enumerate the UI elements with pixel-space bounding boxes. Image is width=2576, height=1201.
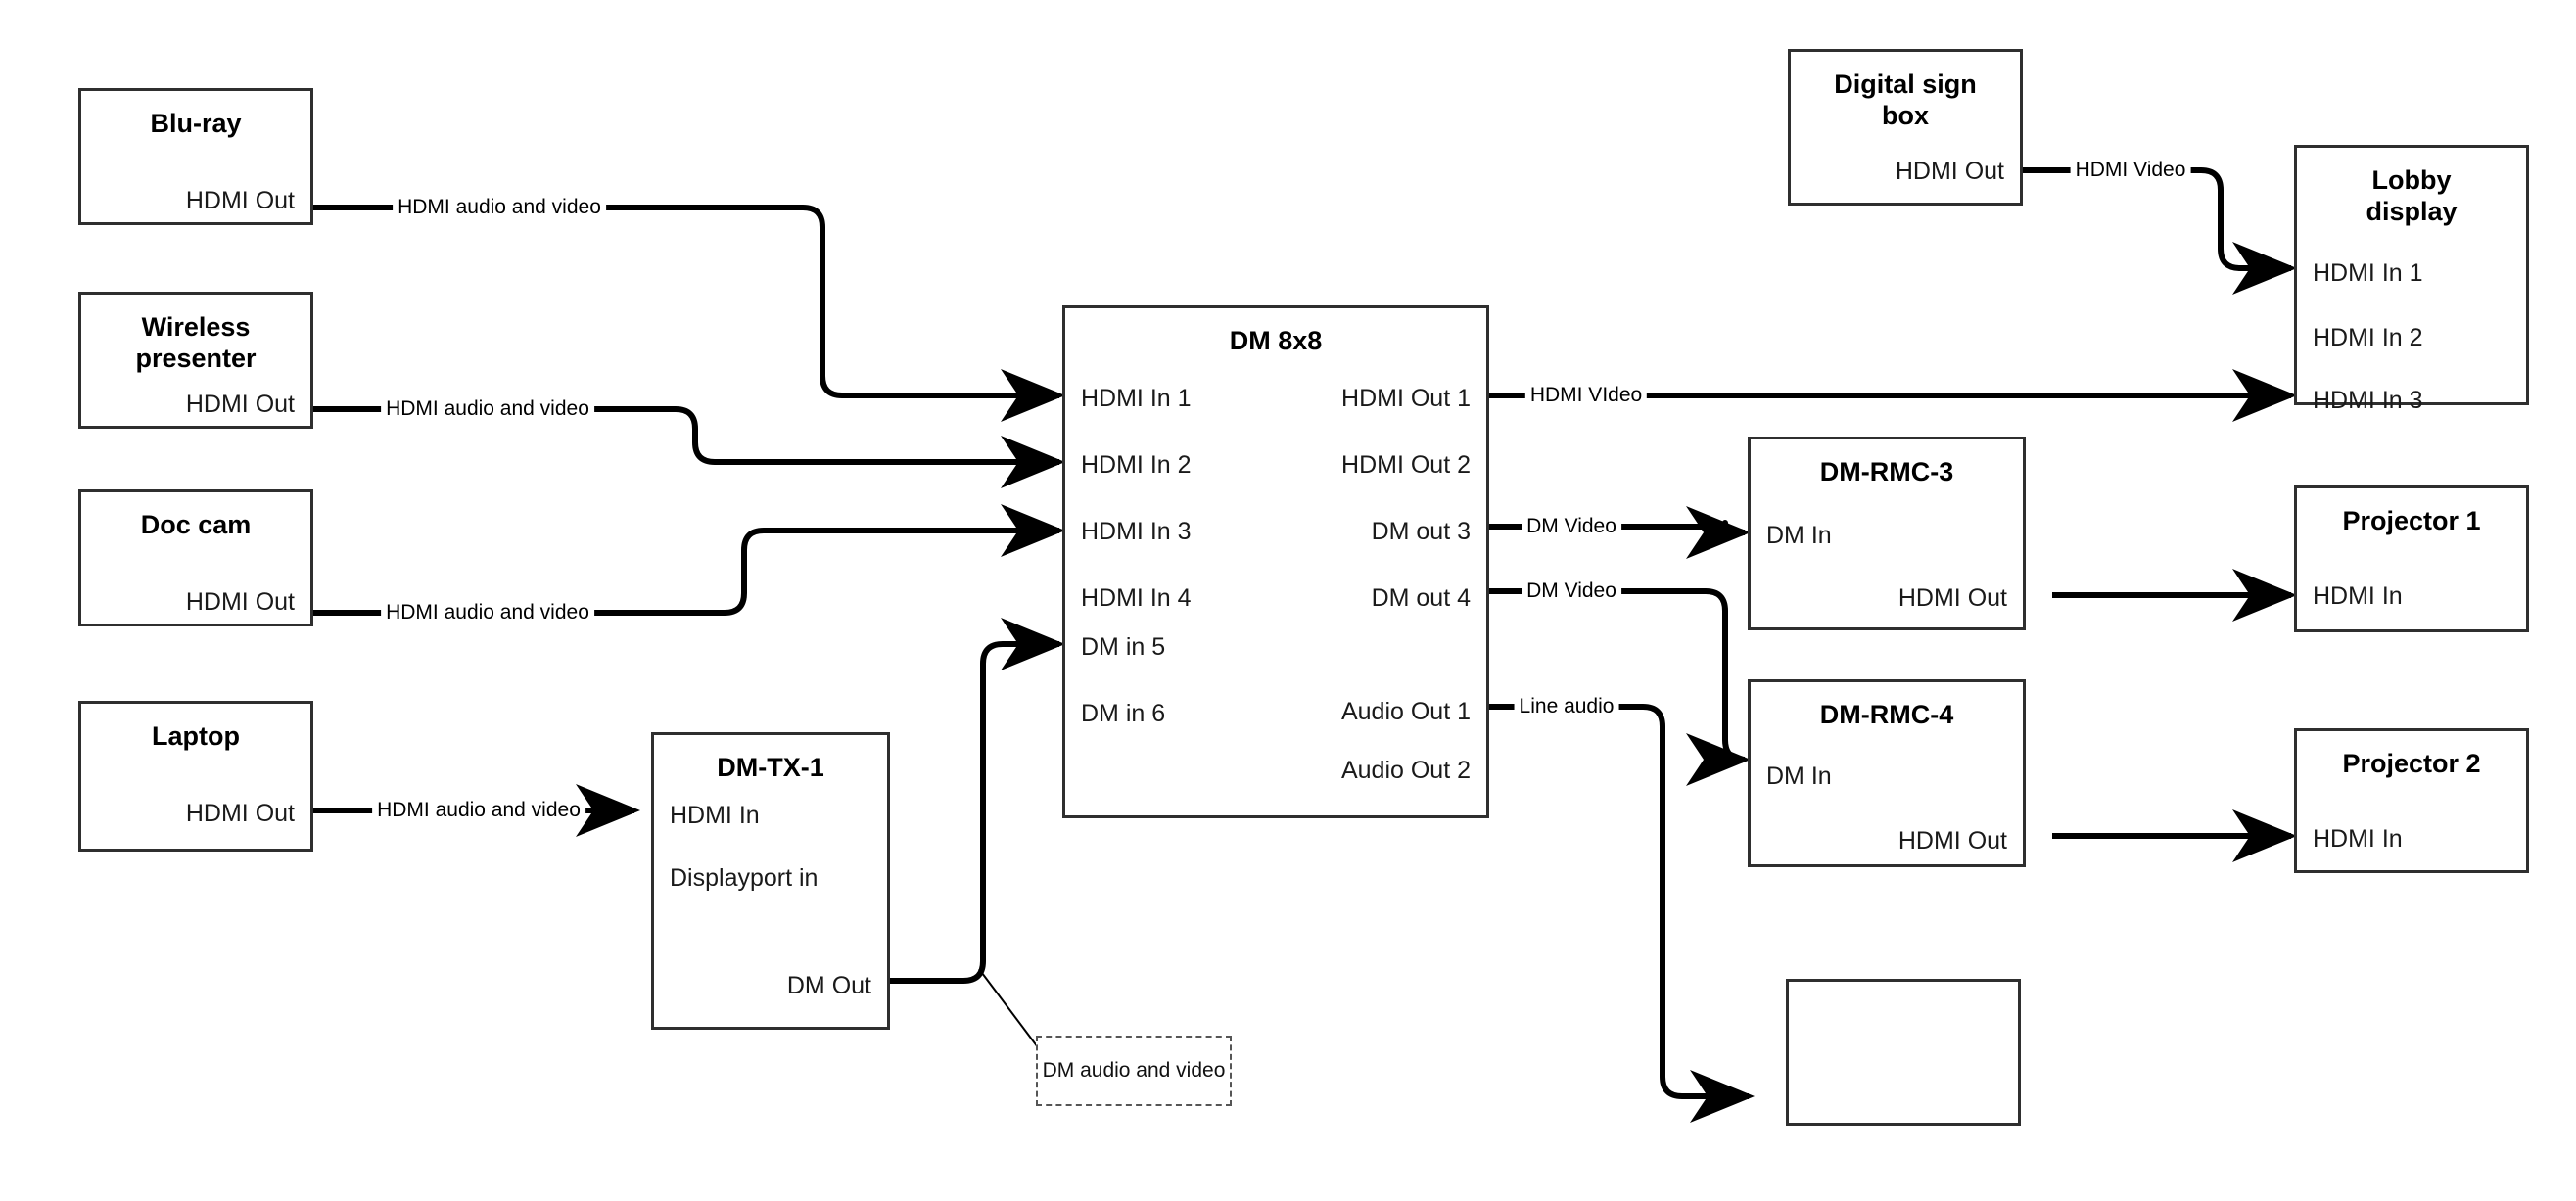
node-title: DM-RMC-3 — [1819, 457, 1954, 486]
edge-label-e3: HDMI audio and video — [381, 601, 594, 624]
node-title: Digital sign box — [1834, 69, 1977, 130]
port-hdmi-in-2[interactable]: HDMI In 2 — [1081, 451, 1192, 479]
port-hdmi-out[interactable]: HDMI Out — [185, 187, 295, 214]
node-title: Laptop — [152, 721, 240, 751]
node-wireless-presenter[interactable]: Wireless presenter HDMI Out — [78, 292, 313, 429]
port-hdmi-in-3[interactable]: HDMI In 3 — [1081, 518, 1192, 545]
edge-label-e9: Line audio — [1514, 695, 1619, 718]
port-audio-out-1[interactable]: Audio Out 1 — [1340, 698, 1471, 725]
node-title: DM-TX-1 — [717, 753, 824, 782]
node-amplifier[interactable] — [1786, 979, 2021, 1126]
port-dm-out[interactable]: DM Out — [786, 972, 871, 999]
edge-label-e4: HDMI audio and video — [372, 799, 585, 822]
node-title: DM-RMC-4 — [1819, 700, 1954, 729]
port-hdmi-out-1[interactable]: HDMI Out 1 — [1341, 385, 1471, 412]
callout-dm-audio-video: DM audio and video — [1036, 1036, 1232, 1106]
port-hdmi-in-2[interactable]: HDMI In 2 — [2313, 324, 2423, 351]
node-dm-rmc-3[interactable]: DM-RMC-3 DM In HDMI Out — [1748, 437, 2026, 630]
edge-label-e1: HDMI audio and video — [393, 196, 606, 219]
port-dm-in-6[interactable]: DM in 6 — [1081, 700, 1166, 727]
edge-e8 — [1486, 588, 1751, 786]
node-digital-sign-box[interactable]: Digital sign box HDMI Out — [1788, 49, 2023, 206]
node-projector-2[interactable]: Projector 2 HDMI In — [2294, 728, 2529, 873]
callout-leader — [978, 968, 1039, 1048]
port-dm-in[interactable]: DM In — [1766, 762, 1832, 790]
node-laptop[interactable]: Laptop HDMI Out — [78, 701, 313, 852]
port-hdmi-out[interactable]: HDMI Out — [185, 800, 295, 827]
port-hdmi-in[interactable]: HDMI In — [2313, 582, 2403, 610]
edge-label-e10: HDMI Video — [2070, 159, 2191, 182]
node-lobby-display[interactable]: Lobby display HDMI In 1 HDMI In 2 HDMI I… — [2294, 145, 2529, 414]
node-projector-1[interactable]: Projector 1 HDMI In — [2294, 485, 2529, 632]
edge-e5 — [890, 618, 1065, 984]
node-title: Blu-ray — [150, 109, 242, 138]
edge-label-e7: DM Video — [1522, 515, 1621, 538]
node-bluray[interactable]: Blu-ray HDMI Out — [78, 88, 313, 225]
port-hdmi-in-1[interactable]: HDMI In 1 — [1081, 385, 1192, 412]
port-displayport-in[interactable]: Displayport in — [670, 864, 819, 892]
node-doc-cam[interactable]: Doc cam HDMI Out — [78, 489, 313, 626]
port-audio-out-2[interactable]: Audio Out 2 — [1340, 757, 1471, 784]
port-hdmi-out[interactable]: HDMI Out — [1895, 158, 2004, 185]
edge-e3 — [313, 504, 1065, 616]
port-hdmi-out[interactable]: HDMI Out — [1897, 584, 2007, 612]
edge-e1 — [313, 205, 1065, 422]
edge-e10 — [2023, 167, 2297, 295]
edge-label-e2: HDMI audio and video — [381, 397, 594, 421]
port-hdmi-out[interactable]: HDMI Out — [185, 588, 295, 616]
node-title: Projector 1 — [2342, 506, 2481, 535]
port-hdmi-in-3[interactable]: HDMI In 3 — [2313, 387, 2423, 414]
node-title: Projector 2 — [2342, 749, 2481, 778]
port-hdmi-in-1[interactable]: HDMI In 1 — [2313, 259, 2423, 287]
edge-e7 — [1486, 505, 1751, 559]
port-hdmi-in[interactable]: HDMI In — [670, 802, 760, 829]
node-dm-8x8[interactable]: DM 8x8 HDMI In 1 HDMI In 2 HDMI In 3 HDM… — [1062, 305, 1489, 818]
node-dm-rmc-4[interactable]: DM-RMC-4 DM In HDMI Out — [1748, 679, 2026, 867]
port-dm-out-4[interactable]: DM out 4 — [1371, 584, 1471, 612]
edge-e9 — [1486, 704, 1755, 1123]
port-hdmi-in-4[interactable]: HDMI In 4 — [1081, 584, 1192, 612]
port-hdmi-out[interactable]: HDMI Out — [185, 391, 295, 418]
port-hdmi-in[interactable]: HDMI In — [2313, 825, 2403, 853]
port-dm-out-3[interactable]: DM out 3 — [1371, 518, 1471, 545]
node-title: Wireless presenter — [135, 312, 257, 373]
node-dm-tx-1[interactable]: DM-TX-1 HDMI In Displayport in DM Out — [651, 732, 890, 1030]
node-title: DM 8x8 — [1229, 326, 1323, 355]
port-hdmi-out-2[interactable]: HDMI Out 2 — [1341, 451, 1471, 479]
node-title: Doc cam — [140, 510, 252, 539]
port-dm-in[interactable]: DM In — [1766, 522, 1832, 549]
port-dm-in-5[interactable]: DM in 5 — [1081, 633, 1166, 661]
edge-label-e8: DM Video — [1522, 579, 1621, 603]
edge-e2 — [313, 406, 1065, 488]
edge-label-e6: HDMI VIdeo — [1524, 384, 1648, 407]
port-hdmi-out[interactable]: HDMI Out — [1897, 827, 2007, 855]
node-title: Lobby display — [2365, 165, 2458, 226]
